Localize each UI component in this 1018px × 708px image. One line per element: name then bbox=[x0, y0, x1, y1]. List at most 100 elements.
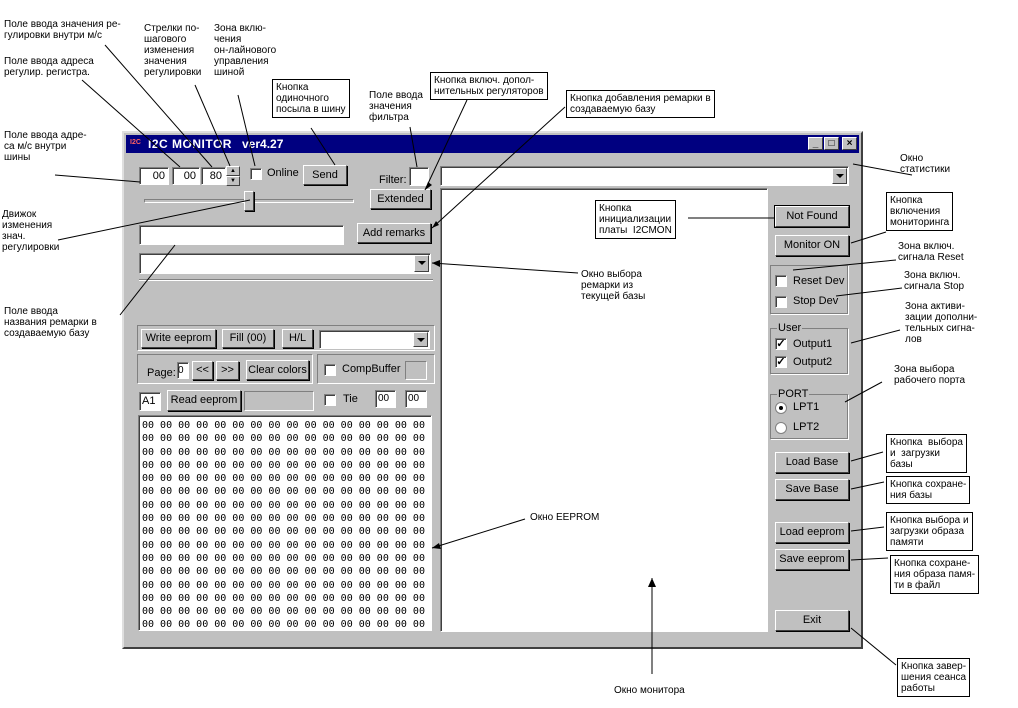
chevron-down-icon[interactable] bbox=[414, 255, 429, 272]
eeprom-type-select[interactable] bbox=[319, 330, 430, 349]
remark-name-input[interactable] bbox=[139, 225, 344, 245]
clear-colors-button[interactable]: Clear colors bbox=[246, 360, 309, 380]
online-label: Online bbox=[267, 167, 299, 179]
read-eeprom-button[interactable]: Read eeprom bbox=[167, 390, 241, 411]
close-button[interactable]: × bbox=[842, 137, 857, 150]
remark-select[interactable] bbox=[139, 253, 431, 274]
write-eeprom-button[interactable]: Write eeprom bbox=[141, 329, 216, 348]
page-input[interactable]: 0 bbox=[177, 362, 189, 379]
annotation-reg-value-field: Поле ввода значения ре- гулировки внутри… bbox=[4, 19, 121, 41]
chevron-down-icon[interactable] bbox=[832, 168, 847, 184]
close-icon: × bbox=[846, 138, 853, 149]
port-group: PORT bbox=[770, 388, 848, 439]
eeprom-row[interactable]: 00 00 00 00 00 00 00 00 00 00 00 00 00 0… bbox=[142, 486, 425, 498]
annotation-monitor-window: Окно монитора bbox=[614, 685, 685, 696]
send-button[interactable]: Send bbox=[303, 165, 347, 185]
save-base-button[interactable]: Save Base bbox=[775, 479, 849, 500]
ms-address-input[interactable]: 00 bbox=[139, 167, 169, 185]
add-remarks-button[interactable]: Add remarks bbox=[357, 223, 431, 243]
page-frame bbox=[137, 354, 313, 384]
output2-checkbox[interactable]: ✓ bbox=[775, 356, 787, 368]
tie-checkbox[interactable] bbox=[324, 394, 336, 406]
annotation-load-base: Кнопка выбора и загрузки базы bbox=[886, 434, 967, 473]
eeprom-row[interactable]: 00 00 00 00 00 00 00 00 00 00 00 00 00 0… bbox=[142, 526, 425, 538]
eeprom-row[interactable]: 00 00 00 00 00 00 00 00 00 00 00 00 00 0… bbox=[142, 606, 425, 618]
annotation-exit-button: Кнопка завер- шения сеанса работы bbox=[897, 658, 971, 697]
extended-button[interactable]: Extended bbox=[370, 189, 431, 209]
annotation-reset-zone: Зона включ. сигнала Reset bbox=[898, 241, 964, 263]
hl-button[interactable]: H/L bbox=[282, 329, 313, 348]
spin-down-icon[interactable]: ▼ bbox=[226, 176, 240, 186]
online-checkbox[interactable] bbox=[250, 168, 262, 180]
annotation-slider: Движок изменения знач. регулировки bbox=[2, 209, 60, 253]
maximize-icon: □ bbox=[828, 138, 835, 149]
eeprom-row[interactable]: 00 00 00 00 00 00 00 00 00 00 00 00 00 0… bbox=[142, 499, 425, 511]
monitor-window[interactable] bbox=[440, 188, 768, 632]
annotation-save-eeprom: Кнопка сохране- ния образа памя- ти в фа… bbox=[890, 555, 980, 594]
monitor-on-button[interactable]: Monitor ON bbox=[775, 235, 849, 256]
annotation-load-eeprom: Кнопка выбора и загрузки образа памяти bbox=[886, 512, 973, 551]
annotation-port-zone: Зона выбора рабочего порта bbox=[894, 364, 966, 386]
eeprom-row[interactable]: 00 00 00 00 00 00 00 00 00 00 00 00 00 0… bbox=[142, 619, 425, 631]
register-value-input[interactable]: 80 bbox=[201, 167, 226, 185]
annotation-init-button: Кнопка инициализации платы I2CMON bbox=[595, 200, 676, 239]
annotation-single-send: Кнопка одиночного посыла в шину bbox=[272, 79, 350, 118]
maximize-button[interactable]: □ bbox=[824, 137, 839, 150]
eeprom-row[interactable]: 00 00 00 00 00 00 00 00 00 00 00 00 00 0… bbox=[142, 513, 425, 525]
not-found-button[interactable]: Not Found bbox=[775, 206, 849, 227]
eeprom-row[interactable]: 00 00 00 00 00 00 00 00 00 00 00 00 00 0… bbox=[142, 592, 425, 604]
annotation-remark-select: Окно выбора ремарки из текущей базы bbox=[581, 269, 646, 302]
eeprom-row[interactable]: 00 00 00 00 00 00 00 00 00 00 00 00 00 0… bbox=[142, 446, 425, 458]
output2-label: Output2 bbox=[793, 356, 833, 368]
statistics-combo[interactable] bbox=[440, 166, 849, 186]
annotation-stats-window: Окно статистики bbox=[900, 153, 951, 175]
eeprom-toolbar-frame bbox=[137, 325, 435, 351]
lpt1-label: LPT1 bbox=[793, 401, 820, 413]
eeprom-row[interactable]: 00 00 00 00 00 00 00 00 00 00 00 00 00 0… bbox=[142, 473, 425, 485]
output1-checkbox[interactable]: ✓ bbox=[775, 338, 787, 350]
stop-dev-checkbox[interactable] bbox=[775, 296, 787, 308]
value-spinner[interactable]: ▲ ▼ bbox=[226, 166, 240, 186]
lpt2-radio[interactable] bbox=[775, 422, 787, 434]
save-eeprom-button[interactable]: Save eeprom bbox=[775, 549, 849, 570]
eeprom-address-input[interactable]: A1 bbox=[139, 392, 161, 411]
chevron-down-icon[interactable] bbox=[413, 332, 428, 347]
compbuffer-checkbox[interactable] bbox=[324, 364, 336, 376]
prev-page-button[interactable]: << bbox=[192, 361, 213, 380]
eeprom-row[interactable]: 00 00 00 00 00 00 00 00 00 00 00 00 00 0… bbox=[142, 459, 425, 471]
output1-label: Output1 bbox=[793, 338, 833, 350]
lpt2-label: LPT2 bbox=[793, 421, 820, 433]
exit-button[interactable]: Exit bbox=[775, 610, 849, 631]
register-address-input[interactable]: 00 bbox=[172, 167, 200, 185]
reset-dev-label: Reset Dev bbox=[793, 275, 845, 287]
annotation-eeprom-window: Окно EEPROM bbox=[530, 512, 600, 523]
user-group-title: User bbox=[777, 322, 803, 334]
next-page-button[interactable]: >> bbox=[216, 361, 239, 380]
eeprom-row[interactable]: 00 00 00 00 00 00 00 00 00 00 00 00 00 0… bbox=[142, 552, 425, 564]
eeprom-row[interactable]: 00 00 00 00 00 00 00 00 00 00 00 00 00 0… bbox=[142, 566, 425, 578]
spin-up-icon[interactable]: ▲ bbox=[226, 166, 240, 176]
reset-dev-checkbox[interactable] bbox=[775, 275, 787, 287]
minimize-button[interactable]: _ bbox=[808, 137, 823, 150]
annotation-filter-field: Поле ввода значения фильтра bbox=[369, 90, 423, 123]
filter-input[interactable] bbox=[409, 167, 429, 186]
eeprom-row[interactable]: 00 00 00 00 00 00 00 00 00 00 00 00 00 0… bbox=[142, 420, 425, 431]
annotation-monitoring-button: Кнопка включения мониторинга bbox=[886, 192, 954, 231]
lpt1-radio[interactable] bbox=[775, 402, 787, 414]
eeprom-row[interactable]: 00 00 00 00 00 00 00 00 00 00 00 00 00 0… bbox=[142, 579, 425, 591]
tie-value-1[interactable]: 00 bbox=[375, 390, 396, 408]
load-eeprom-button[interactable]: Load eeprom bbox=[775, 522, 849, 543]
annotation-ms-addr-field: Поле ввода адре- са м/с внутри шины bbox=[4, 130, 87, 163]
compbuffer-frame bbox=[317, 354, 435, 384]
fill-button[interactable]: Fill (00) bbox=[222, 329, 274, 348]
app-icon: I2C bbox=[130, 139, 141, 146]
filter-label: Filter: bbox=[379, 174, 407, 186]
eeprom-grid[interactable]: 00 00 00 00 00 00 00 00 00 00 00 00 00 0… bbox=[138, 415, 432, 631]
tie-value-2[interactable]: 00 bbox=[405, 390, 427, 408]
eeprom-row[interactable]: 00 00 00 00 00 00 00 00 00 00 00 00 00 0… bbox=[142, 539, 425, 551]
load-base-button[interactable]: Load Base bbox=[775, 452, 849, 473]
annotation-arrows: Стрелки по- шагового изменения значения … bbox=[144, 23, 202, 78]
title-bar[interactable]: I2C I2C MONITOR ver4.27 _ □ × bbox=[126, 135, 859, 153]
value-slider-thumb[interactable] bbox=[244, 191, 254, 211]
eeprom-row[interactable]: 00 00 00 00 00 00 00 00 00 00 00 00 00 0… bbox=[142, 433, 425, 445]
